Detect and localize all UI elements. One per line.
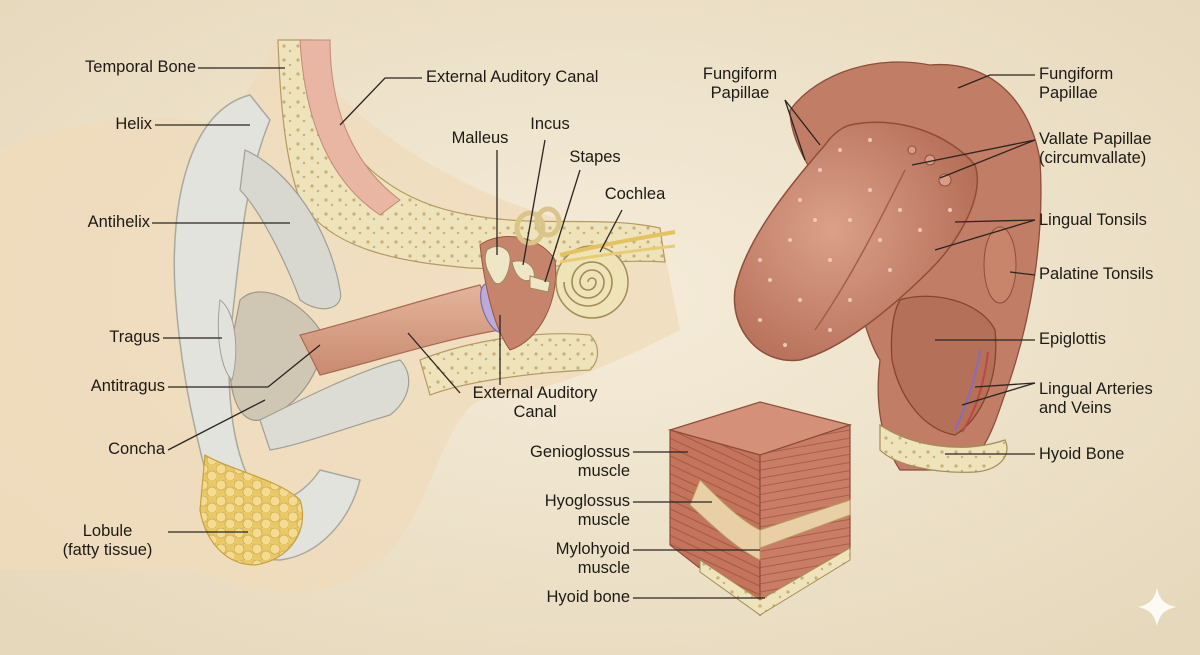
mylohyoid-layer: [689, 479, 761, 561]
label-genioglossus: Genioglossus muscle: [530, 443, 630, 480]
label-palatine-tonsils: Palatine Tonsils: [1039, 265, 1154, 283]
lingual-arteries: [961, 351, 989, 433]
head-skin: [0, 40, 680, 592]
antitragus: [259, 359, 410, 451]
label-temporal-bone: Temporal Bone: [85, 58, 196, 76]
lobule: [199, 453, 304, 566]
lingual-veins: [954, 349, 981, 431]
cochlea-spiral: [555, 245, 629, 319]
concha: [229, 291, 323, 421]
label-antitragus: Antitragus: [90, 377, 165, 395]
ear-diagram: [0, 39, 680, 592]
label-tragus: Tragus: [109, 328, 160, 346]
lower-temporal-bone: [419, 333, 599, 396]
label-mylohyoid: Mylohyoid muscle: [555, 540, 630, 577]
sparkle-star-icon: [1138, 588, 1176, 626]
label-vallate-papillae: Vallate Papillae (circumvallate): [1039, 130, 1152, 167]
tragus: [217, 299, 237, 381]
label-malleus: Malleus: [451, 129, 509, 147]
label-hyoid-bone: Hyoid Bone: [1039, 445, 1125, 463]
label-antihelix: Antihelix: [87, 213, 150, 231]
semicircular-canals: [514, 206, 562, 246]
canal-wall: [299, 39, 401, 216]
tongue-diagram: [733, 61, 1042, 473]
label-incus: Incus: [530, 115, 570, 133]
epiglottis: [890, 295, 997, 436]
label-hyoid-bone-block: Hyoid bone: [546, 588, 630, 606]
label-lingual-tonsils: Lingual Tonsils: [1039, 211, 1147, 229]
label-lobule: Lobule (fatty tissue): [62, 522, 153, 559]
auditory-nerve: [559, 230, 676, 257]
label-fungiform-papillae-left: Fungiform Papillae: [702, 65, 778, 102]
label-helix: Helix: [115, 115, 152, 133]
leader-lines: [152, 67, 1036, 599]
label-epiglottis: Epiglottis: [1039, 330, 1106, 348]
label-external-auditory-canal-top: External Auditory Canal: [426, 68, 599, 86]
palatine-tonsil: [983, 226, 1017, 304]
fungiform-papillae-dots: [758, 138, 952, 347]
stapes-bone: [529, 275, 551, 293]
label-hyoglossus: Hyoglossus muscle: [544, 492, 630, 529]
label-cochlea: Cochlea: [604, 185, 666, 203]
label-stapes: Stapes: [569, 148, 621, 166]
tongue-body: [733, 121, 978, 362]
label-lingual-arteries-veins: Lingual Arteries and Veins: [1039, 380, 1153, 417]
label-concha: Concha: [108, 440, 165, 458]
hyoid-bone: [879, 423, 1008, 473]
label-fungiform-papillae-right: Fungiform Papillae: [1039, 65, 1114, 102]
malleus-bone: [484, 246, 511, 285]
antihelix: [239, 149, 342, 310]
label-external-auditory-canal-bottom: External Auditory Canal: [472, 384, 598, 421]
